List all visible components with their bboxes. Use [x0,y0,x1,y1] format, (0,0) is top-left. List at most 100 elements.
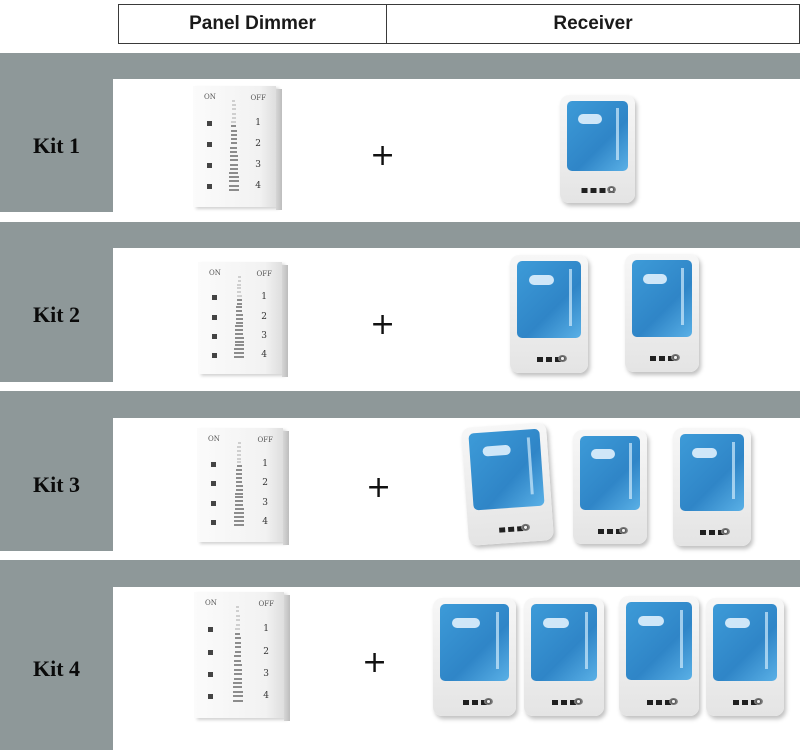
terminal-port [656,700,662,706]
receiver-image [619,596,699,716]
slider-tick [229,180,239,183]
zone-button-icon [211,481,216,487]
receiver-blue-label [567,101,628,171]
zone-button-icon [208,672,213,678]
receiver-terminal-ports [733,700,757,706]
zone-number: 4 [255,181,261,192]
zone-number: 1 [262,458,268,469]
zone-button-icon [207,184,212,190]
zone-button-icon [211,461,216,467]
panel-off-label: OFF [258,600,274,608]
slider-tick [235,623,240,626]
slider-tick [229,163,238,166]
receiver-connector [754,698,764,706]
receiver-header: Receiver [387,4,800,44]
zone-number: 3 [263,669,269,680]
slider-tick [235,619,240,622]
slider-tick [234,650,242,653]
panel-off-label: OFF [256,270,272,278]
slider-tick [236,457,242,460]
slider-tick [234,655,242,658]
slider-tick [237,445,241,448]
receiver-label-stripe [482,444,512,457]
terminal-port [742,700,748,706]
slider-tick [237,287,242,290]
panel-dimming-slider [228,100,240,191]
slider-tick [236,313,243,316]
slider-tick [236,469,242,472]
slider-tick [231,121,237,124]
zone-number: 3 [255,160,261,171]
receiver-connector [721,528,731,536]
receiver-label-text-line [584,611,588,670]
slider-tick [229,176,239,179]
slider-tick [228,184,239,187]
slider-tick [234,351,245,354]
slider-tick [233,681,243,684]
slider-tick [235,484,243,487]
terminal-port [665,700,671,706]
terminal-port [700,530,706,536]
receiver-image [673,428,751,546]
receiver-blue-label [626,602,692,680]
receiver-blue-label [468,428,545,511]
zone-number: 1 [261,292,267,303]
terminal-port [598,528,604,534]
slider-tick [234,519,245,522]
terminal-port [718,530,724,536]
receiver-label-text-line [680,267,684,326]
slider-tick [234,348,245,351]
plus-sign: + [370,138,396,173]
receiver-label-text-line [628,443,632,499]
kit-row: Kit 1 [0,53,800,212]
slider-tick [234,355,245,358]
kit-label-cell: Kit 3 [0,418,113,551]
slider-tick [234,344,244,347]
slider-tick [235,332,244,335]
receiver-image [625,254,699,372]
slider-tick [236,306,243,309]
slider-tick [231,129,237,132]
plus-sign: + [370,307,396,342]
receiver-connector [573,698,583,706]
receiver-connector [606,186,616,194]
slider-tick [235,480,243,483]
slider-tick [230,138,237,141]
zone-number: 2 [262,478,268,489]
slider-tick [231,112,236,115]
panel-off-label: OFF [250,94,266,102]
terminal-port [480,700,487,706]
terminal-port [647,700,653,706]
receiver-image [433,598,516,716]
terminal-port [581,188,587,194]
slider-tick [236,461,242,464]
slider-tick [236,465,242,468]
zone-button-icon [208,649,213,655]
terminal-port [590,188,596,194]
slider-tick [234,515,244,518]
receiver-connector [558,355,568,363]
zone-button-icon [211,500,216,506]
plus-sign: + [362,645,388,680]
receiver-terminal-ports [537,357,561,363]
slider-tick [235,637,241,640]
slider-tick [234,659,242,662]
kit-row-divider-bar [0,560,800,587]
slider-tick [232,100,236,102]
slider-tick [231,116,237,119]
terminal-port [570,700,576,706]
slider-tick [233,677,243,680]
terminal-port [552,700,558,706]
slider-tick [236,610,240,613]
receiver-image [560,95,635,203]
panel-side-edge [276,89,282,210]
terminal-port [650,356,656,362]
terminal-port [498,527,505,534]
slider-tick [230,155,238,158]
zone-number: 4 [263,691,269,702]
slider-tick [237,449,241,452]
slider-tick [235,317,243,320]
receiver-blue-label [713,604,777,681]
